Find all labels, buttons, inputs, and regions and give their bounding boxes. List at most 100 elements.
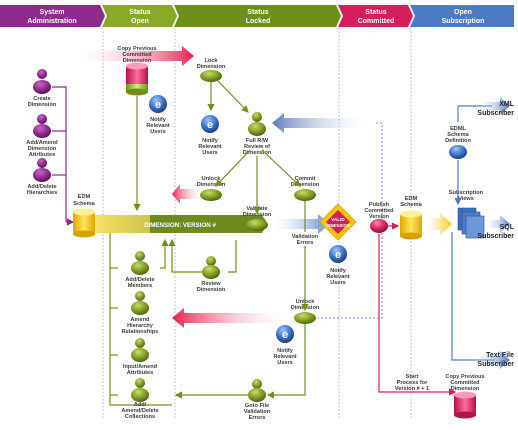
svg-text:Dimension: Dimension: [197, 182, 226, 188]
admin-edm-schema-cylinder: EDM Schema: [73, 194, 96, 238]
svg-text:Dimension: Dimension: [243, 212, 272, 218]
valid-dimension-burst: VALID DIMENSION: [318, 202, 358, 242]
header-open-subscription-line1: Open: [454, 9, 472, 16]
header-open-subscription-line2: Subscription: [442, 18, 485, 25]
svg-text:Relevant: Relevant: [273, 354, 296, 360]
svg-text:Full R/W: Full R/W: [246, 138, 269, 144]
subscription-views-node: Subscription Views: [449, 190, 485, 239]
unlock-dimension-node-1: Unlock Dimension: [172, 176, 226, 204]
svg-text:Relationships: Relationships: [122, 329, 159, 335]
blue-feedback-arrow: [272, 113, 383, 319]
svg-text:Validation: Validation: [244, 409, 271, 415]
svg-text:Create: Create: [33, 96, 50, 102]
header-status-committed-line2: Committed: [358, 18, 395, 25]
textfile-subscriber-arrow: [470, 351, 510, 369]
svg-text:Committed: Committed: [364, 208, 394, 214]
svg-text:Goto File: Goto File: [245, 403, 269, 409]
notify-users-locked-2: e Notify Relevant Users: [326, 245, 350, 286]
add-delete-members-node: Add/Delete Members: [125, 251, 155, 289]
svg-text:Review of: Review of: [244, 144, 270, 150]
svg-text:Review: Review: [201, 281, 221, 287]
xml-subscriber-arrow: [476, 97, 510, 115]
svg-text:Attributes: Attributes: [127, 370, 153, 376]
svg-text:Definition: Definition: [445, 138, 471, 144]
svg-text:Unlock: Unlock: [202, 176, 222, 182]
svg-text:Users: Users: [202, 150, 218, 156]
svg-text:Dimension: Dimension: [28, 146, 57, 152]
full-rw-review-node: Full R/W Review of Dimension: [243, 112, 272, 156]
open-connectors: [109, 96, 172, 406]
svg-text:Hierarchy: Hierarchy: [127, 323, 154, 329]
create-dimension-node: Create Dimension: [28, 69, 57, 108]
textfile-subscriber-label: Subscriber: [477, 361, 514, 368]
header-status-open: Status Open: [102, 5, 177, 27]
header-system-admin-line2: Administration: [27, 18, 76, 25]
lock-dimension-node: Lock Dimension: [197, 58, 226, 82]
header-status-locked-line1: Status: [247, 9, 269, 16]
header-system-admin-line1: System: [40, 9, 65, 16]
notify-users-open: e Notify Relevant Users: [146, 95, 170, 135]
svg-text:Notify: Notify: [277, 348, 294, 354]
ie-icon: e: [207, 119, 213, 131]
admin-connectors: [52, 86, 75, 226]
svg-text:DIMENSION: DIMENSION: [326, 223, 350, 228]
svg-text:Notify: Notify: [330, 268, 347, 274]
input-amend-attributes-node: Input/Amend Attributes: [123, 338, 158, 376]
dimension-version-bar: DIMENSION: VERSION #: [95, 215, 268, 233]
svg-text:Relevant: Relevant: [326, 274, 349, 280]
header-status-committed-line1: Status: [365, 9, 387, 16]
svg-text:Dimension: Dimension: [291, 182, 320, 188]
xml-label: XML: [499, 101, 515, 108]
amend-hierarchy-relationships-node: Amend Hierarchy Relationships: [122, 291, 159, 335]
subscription-edm-schema-cylinder: EDM Schema: [400, 196, 423, 240]
header-status-open-line1: Status: [129, 9, 151, 16]
header-status-committed: Status Committed: [338, 5, 413, 27]
header-system-administration: System Administration: [0, 5, 105, 27]
sql-subscriber-arrow: [484, 215, 510, 233]
copy-previous-committed-bottom: Copy Previous Committed Dimension: [445, 374, 485, 419]
svg-text:Hierarchies: Hierarchies: [27, 190, 57, 196]
svg-text:Dimension: Dimension: [197, 64, 226, 70]
validation-blue-arrow: [268, 214, 330, 234]
svg-text:Collections: Collections: [125, 414, 155, 420]
svg-text:Copy Previous: Copy Previous: [117, 46, 156, 52]
sql-label: SQL: [500, 224, 515, 231]
svg-text:Validation: Validation: [292, 234, 319, 240]
svg-text:Errors: Errors: [297, 240, 314, 246]
svg-text:Publish: Publish: [369, 202, 390, 208]
svg-text:Errors: Errors: [249, 415, 266, 421]
svg-text:Start: Start: [406, 374, 419, 380]
ie-icon: e: [335, 249, 341, 261]
dimension-version-label: DIMENSION: VERSION #: [144, 222, 216, 229]
svg-text:Process for: Process for: [397, 380, 429, 386]
svg-text:Input/Amend: Input/Amend: [123, 364, 158, 370]
svg-text:Views: Views: [458, 196, 474, 202]
header-status-locked-line2: Locked: [246, 18, 271, 25]
svg-text:Add/Delete: Add/Delete: [125, 277, 154, 283]
publish-committed-version-node: Publish Committed Version: [364, 202, 394, 233]
xml-subscriber-label: Subscriber: [477, 110, 514, 117]
goto-file-validation-errors-node: Goto File Validation Errors: [244, 379, 271, 421]
ie-icon: e: [155, 99, 161, 111]
copy-previous-arrow-top: [70, 46, 194, 66]
commit-dimension-node: Commit Dimension: [291, 176, 320, 201]
svg-text:Dimension: Dimension: [451, 386, 480, 392]
svg-text:Copy Previous: Copy Previous: [445, 374, 484, 380]
edml-schema-definition-node: EDML Schema Definition: [445, 126, 471, 159]
sql-subscriber-label: Subscriber: [477, 233, 514, 240]
review-dimension-node: Review Dimension: [197, 256, 226, 293]
add-delete-hierarchies-node: Add/Delete Hierarchies: [27, 158, 57, 196]
svg-text:Committed: Committed: [122, 52, 152, 58]
svg-text:Dimension: Dimension: [123, 58, 152, 64]
svg-text:Members: Members: [128, 283, 153, 289]
notify-users-locked-3: e Notify Relevant Users: [273, 325, 297, 366]
svg-text:Version: Version: [369, 214, 390, 220]
svg-text:Lock: Lock: [204, 58, 218, 64]
svg-text:EDM: EDM: [78, 194, 91, 200]
notify-users-locked-1: e Notify Relevant Users: [198, 115, 222, 156]
locked-connectors: [168, 80, 309, 399]
committed-connectors: [378, 222, 457, 396]
yellow-flow-arrow: [422, 213, 452, 235]
